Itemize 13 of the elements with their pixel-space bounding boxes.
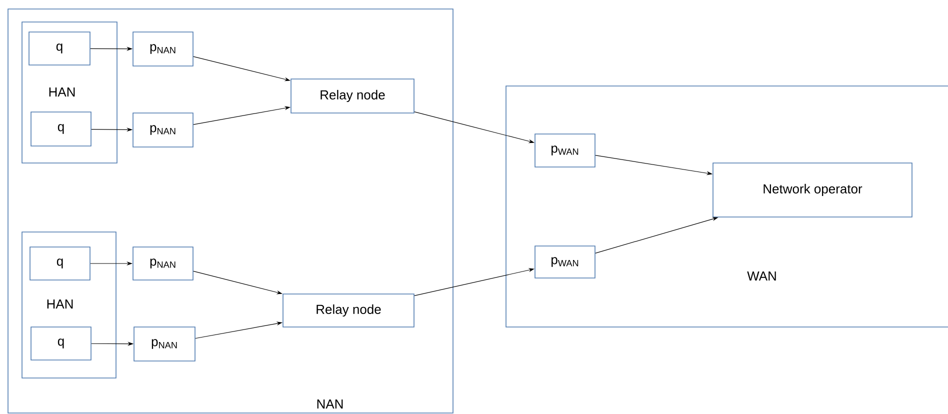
process-box: q: [28, 32, 90, 66]
process-box: Relay node: [290, 78, 414, 114]
process-box: q: [30, 112, 92, 146]
process-box: p$_{NAN}$: [132, 32, 194, 66]
process-box: p$_{WAN}$: [534, 134, 596, 168]
process-box: q: [30, 326, 92, 360]
process-box: Relay node: [282, 294, 414, 328]
process-box: Network operator: [712, 162, 912, 218]
process-box: p$_{NAN}$: [134, 326, 196, 362]
process-box: p$_{WAN}$: [534, 246, 596, 278]
process-box: p$_{NAN}$: [132, 246, 194, 280]
process-box: q: [30, 246, 90, 280]
process-box: p$_{NAN}$: [132, 112, 194, 148]
